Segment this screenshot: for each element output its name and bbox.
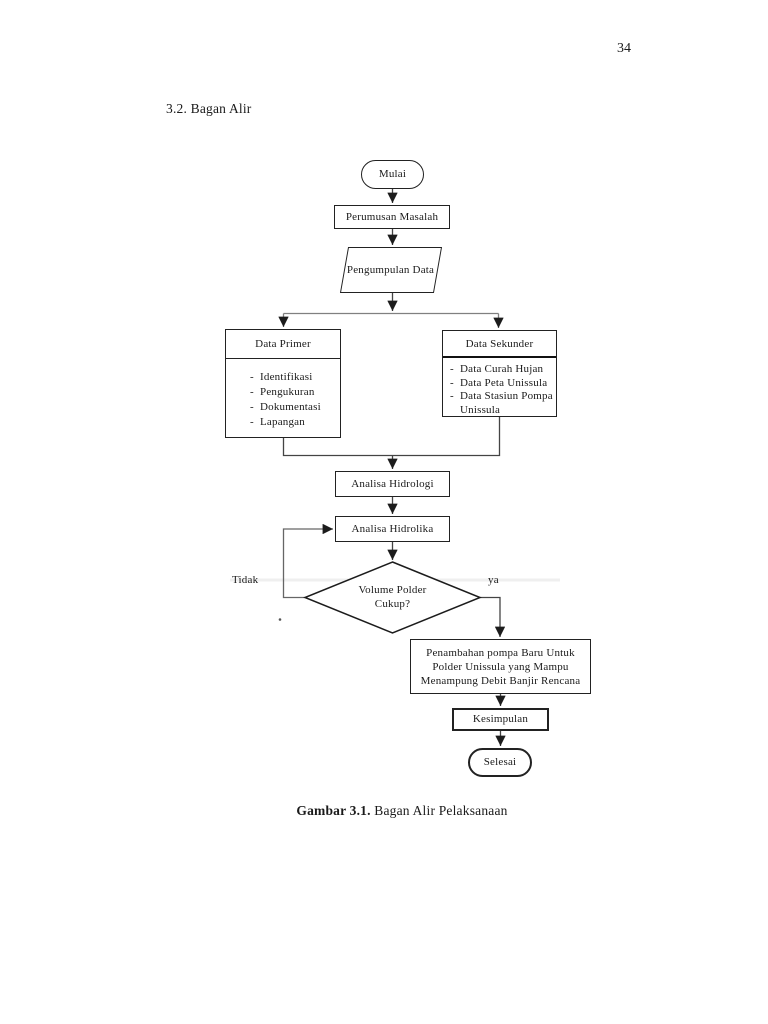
list-item-text: Lapangan <box>260 416 305 428</box>
io-pengumpulan-data: Pengumpulan Data <box>339 247 443 293</box>
list-item-text: Data Stasiun Pompa Unissula <box>460 390 553 416</box>
process-perumusan-label: Perumusan Masalah <box>345 210 439 223</box>
figure-caption-number: Gambar 3.1. <box>296 803 371 818</box>
list-item-text: Pengukuran <box>260 386 315 398</box>
bullet-dash: - <box>250 386 254 398</box>
data-primer-box: Data Primer - Identifikasi - Pengukuran … <box>225 329 341 438</box>
data-sekunder-box: Data Sekunder - Data Curah Hujan - Data … <box>442 330 557 417</box>
end-node: Selesai <box>468 748 532 777</box>
figure-caption-text: Bagan Alir Pelaksanaan <box>370 803 508 818</box>
bullet-dash: - <box>250 416 254 428</box>
bullet-dash: - <box>450 390 454 402</box>
list-item: - Data Stasiun Pompa Unissula <box>450 390 554 417</box>
list-item-text: Data Peta Unissula <box>460 376 548 389</box>
decision-label: Volume Polder Cukup? <box>358 584 427 610</box>
process-penambahan-label: Penambahan pompa Baru Untuk Polder Uniss… <box>420 646 581 687</box>
data-sekunder-title: Data Sekunder <box>443 331 556 358</box>
branch-label-no: Tidak <box>232 574 259 586</box>
process-analisa-hidrologi: Analisa Hidrologi <box>335 471 450 497</box>
list-item: - Lapangan <box>250 415 338 430</box>
list-item-text: Identifikasi <box>260 371 313 383</box>
process-kesimpulan: Kesimpulan <box>452 708 549 731</box>
io-pengumpulan-label: Pengumpulan Data <box>347 263 435 276</box>
start-node: Mulai <box>361 160 424 189</box>
data-primer-list: - Identifikasi - Pengukuran - Dokumentas… <box>226 359 340 430</box>
bullet-dash: - <box>250 401 254 413</box>
data-sekunder-list: - Data Curah Hujan - Data Peta Unissula … <box>443 358 556 417</box>
process-kesimpulan-label: Kesimpulan <box>472 713 529 725</box>
process-hidrolika-label: Analisa Hidrolika <box>351 522 434 535</box>
start-node-label: Mulai <box>378 168 407 180</box>
list-item: - Data Peta Unissula <box>450 377 554 391</box>
bullet-dash: - <box>250 371 254 383</box>
list-item: - Identifikasi <box>250 370 338 385</box>
section-heading: 3.2. Bagan Alir <box>166 101 252 116</box>
list-item-text: Data Curah Hujan <box>460 363 544 375</box>
bullet-dash: - <box>450 363 454 375</box>
list-item: - Pengukuran <box>250 385 338 400</box>
process-analisa-hidrolika: Analisa Hidrolika <box>335 516 450 542</box>
process-hidrologi-label: Analisa Hidrologi <box>351 477 434 490</box>
end-node-label: Selesai <box>483 756 517 768</box>
branch-label-yes: ya <box>488 574 499 586</box>
list-item-text: Dokumentasi <box>260 401 321 413</box>
process-perumusan-masalah: Perumusan Masalah <box>334 205 450 229</box>
list-item: - Dokumentasi <box>250 400 338 415</box>
data-primer-title: Data Primer <box>226 330 340 359</box>
stray-dot <box>278 618 282 621</box>
process-penambahan-pompa: Penambahan pompa Baru Untuk Polder Uniss… <box>410 639 591 694</box>
page-number: 34 <box>617 41 631 56</box>
list-item: - Data Curah Hujan <box>450 363 554 377</box>
bullet-dash: - <box>450 376 454 389</box>
figure-caption: Gambar 3.1. Bagan Alir Pelaksanaan <box>296 803 507 819</box>
